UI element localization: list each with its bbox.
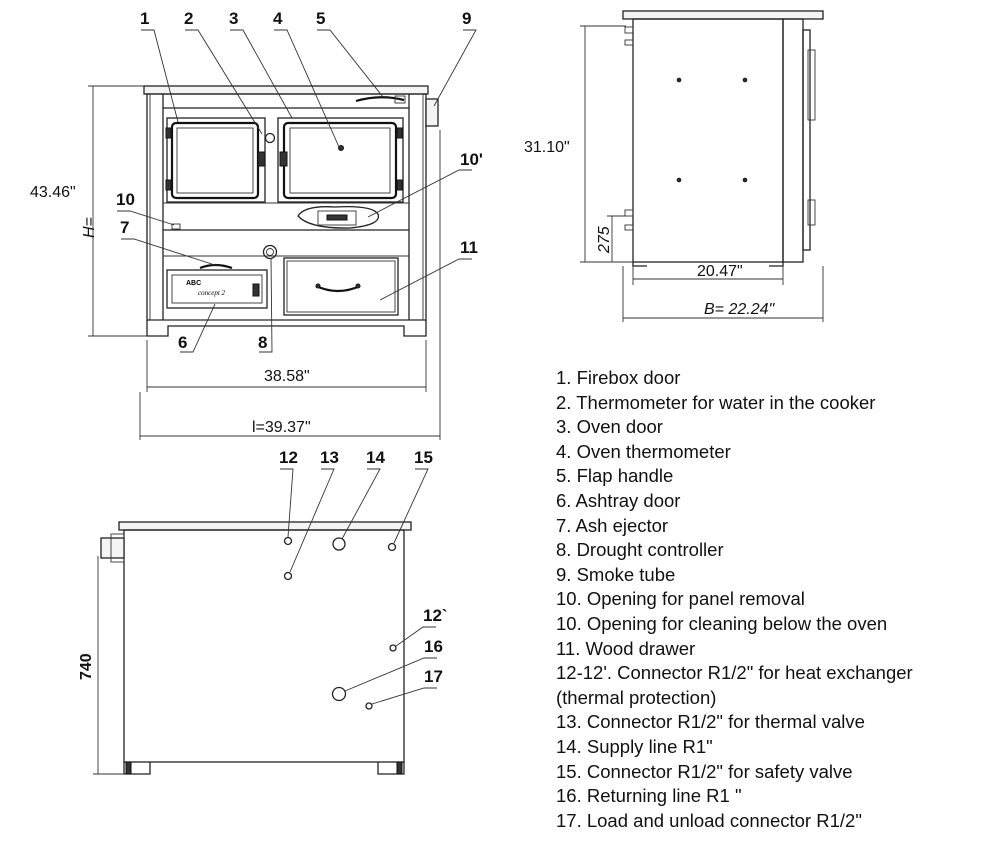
callout-12: 12	[279, 448, 298, 467]
legend-item: 10. Opening for cleaning below the oven	[556, 612, 888, 634]
connector-13	[283, 571, 293, 581]
connector-12-prime	[389, 644, 397, 652]
legend-item: 12-12'. Connector R1/2" for heat exchang…	[556, 662, 913, 684]
legend-item: 2. Thermometer for water in the cooker	[556, 391, 876, 413]
cleaning-opening	[297, 206, 380, 229]
callout-14: 14	[366, 448, 385, 467]
side-overall-depth: B= 22.24"	[704, 301, 776, 318]
foot-height: 275	[596, 226, 613, 254]
callout-2: 2	[184, 9, 193, 28]
legend-item: (thermal protection)	[556, 686, 717, 708]
callout-12-prime: 12`	[423, 606, 448, 625]
connector-17	[365, 702, 373, 710]
connector-15	[387, 542, 397, 552]
callout-15: 15	[414, 448, 433, 467]
returning-line-16	[331, 686, 347, 702]
callout-6: 6	[178, 333, 187, 352]
front-view: ABC concept 2 1 2 3 4 5 9 10' 10 7 11 6 …	[30, 9, 483, 440]
legend-item: 1. Firebox door	[556, 367, 681, 388]
legend-item: 7. Ash ejector	[556, 514, 669, 536]
callout-10: 10	[116, 190, 135, 209]
legend-item: 9. Smoke tube	[556, 563, 676, 585]
oven-door	[277, 117, 404, 203]
oven-thermometer	[338, 145, 344, 151]
callout-13: 13	[320, 448, 339, 467]
side-height-value: 31.10"	[524, 139, 570, 156]
legend-item: 4. Oven thermometer	[556, 440, 731, 462]
supply-line-14	[332, 537, 346, 551]
water-thermometer	[264, 132, 276, 144]
legend-item: 15. Connector R1/2" for safety valve	[556, 760, 853, 782]
legend-item: 16. Returning line R1 "	[556, 785, 742, 807]
legend-item: 3. Oven door	[556, 416, 663, 438]
callout-17: 17	[424, 667, 443, 686]
firebox-door	[165, 117, 266, 203]
draught-controller	[262, 244, 278, 260]
badge-model: concept 2	[198, 289, 226, 297]
overall-width: l=39.37"	[252, 419, 311, 436]
legend-item: 8. Drought controller	[556, 539, 724, 561]
legend-item: 5. Flap handle	[556, 465, 674, 487]
callout-9: 9	[462, 9, 471, 28]
callout-3: 3	[229, 9, 238, 28]
callout-16: 16	[424, 637, 443, 656]
callout-11: 11	[460, 238, 478, 257]
panel-removal-opening	[171, 223, 181, 230]
wood-drawer	[283, 257, 399, 316]
callout-1: 1	[140, 9, 149, 28]
ashtray-door: ABC concept 2	[166, 269, 268, 309]
legend-item: 10. Opening for panel removal	[556, 588, 805, 610]
badge-brand: ABC	[186, 280, 201, 287]
legend-item: 6. Ashtray door	[556, 489, 681, 511]
back-view: 12 13 14 15 12` 16 17 740	[78, 448, 448, 775]
callout-4: 4	[273, 9, 283, 28]
callout-8: 8	[258, 333, 267, 352]
legend-item: 14. Supply line R1"	[556, 735, 713, 757]
height-value: 43.46"	[30, 184, 76, 201]
legend-item: 13. Connector R1/2" for thermal valve	[556, 711, 865, 733]
legend-list: 1. Firebox door 2. Thermometer for water…	[556, 366, 913, 833]
callout-7: 7	[120, 218, 129, 237]
inner-width: 38.58"	[264, 368, 310, 385]
side-view: 31.10" 275 20.47" B= 22.24"	[524, 10, 824, 322]
height-symbol: H=	[81, 217, 98, 238]
side-depth: 20.47"	[697, 263, 743, 280]
back-height: 740	[78, 653, 95, 680]
legend-item: 17. Load and unload connector R1/2"	[556, 809, 862, 831]
callout-5: 5	[316, 9, 325, 28]
connector-12	[283, 536, 293, 546]
legend-item: 11. Wood drawer	[556, 637, 696, 659]
callout-10-prime: 10'	[460, 150, 483, 169]
